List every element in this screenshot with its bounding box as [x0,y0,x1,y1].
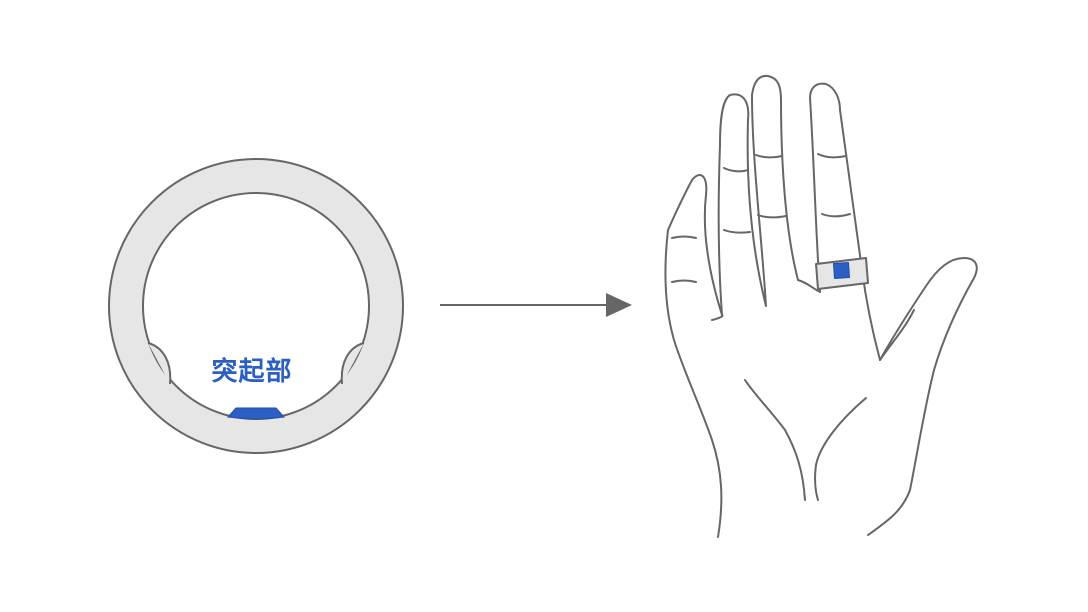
crease [821,213,851,218]
ring-inner-left-bump [147,342,172,385]
thumb-palm-line [879,309,915,361]
crease [723,229,751,234]
crease [723,167,749,173]
protrusion-label: 突起部 [211,356,292,387]
little-finger-base [711,314,724,321]
crease [757,214,787,219]
crease [671,235,697,239]
crease [755,154,783,159]
arrow-head-icon [606,293,632,317]
crease [671,279,697,283]
arrow [440,293,632,317]
crease [817,153,847,159]
ring-band [107,158,405,454]
ring-inner-right-bump [340,342,365,385]
palm-crease [813,397,867,501]
ring-protrusion [227,407,285,420]
worn-ring [815,257,869,290]
worn-ring-protrusion [832,261,851,280]
hand-outline [664,74,978,538]
finger-creases [671,153,851,283]
ring-illustration: 突起部 [107,158,405,454]
wrist-inner-line [744,379,806,501]
hand-illustration [664,74,978,538]
